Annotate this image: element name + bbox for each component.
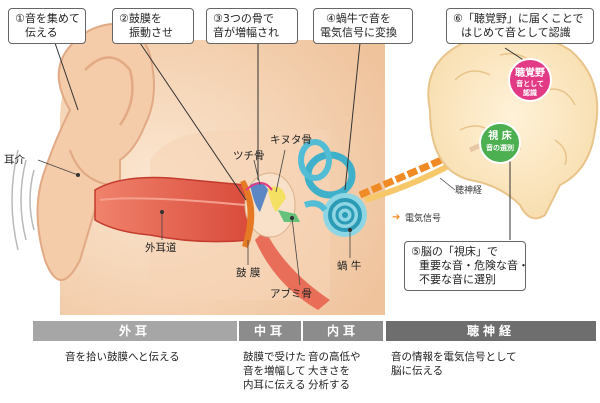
outer-desc-line1: 音を拾い鼓膜へと伝える	[65, 351, 180, 363]
inner-desc-line1: 音の高低や	[308, 351, 361, 363]
label-eardrum: 鼓 膜	[236, 267, 261, 279]
inner-desc-line3: 分析する	[308, 379, 350, 391]
section-bar-inner-ear: 内耳	[303, 321, 383, 341]
auditory-cortex-sub1: 音として	[516, 80, 544, 88]
step-1-line2: 伝える	[25, 26, 58, 39]
section-bar-outer-ear: 外耳	[33, 321, 237, 341]
step-1-line1: ①音を集めて	[15, 12, 80, 25]
nerve-desc-line1: 音の情報を電気信号として	[391, 351, 517, 363]
malleus-shape	[250, 182, 268, 212]
label-ear-canal: 外耳道	[145, 242, 177, 254]
section-desc-nerve: 音の情報を電気信号として 脳に伝える	[391, 350, 517, 378]
step-2-line1: ②鼓膜を	[119, 12, 162, 25]
auricle-shape	[36, 22, 155, 281]
step-5-line3: 不要な音に選別	[419, 273, 496, 286]
section-desc-outer-ear: 音を拾い鼓膜へと伝える	[65, 350, 180, 364]
thalamus-title: 視 床	[488, 131, 512, 142]
auditory-cortex-icon	[508, 58, 552, 102]
step-4-line1: ④蝸牛で音を	[326, 12, 391, 25]
label-signal: 電気信号	[405, 214, 442, 224]
step-3-line2: 音が増幅され	[213, 26, 279, 39]
label-incus: キヌタ骨	[270, 134, 312, 146]
eardrum-shape	[240, 180, 255, 248]
step-2-line2: 振動させ	[129, 26, 173, 39]
step-5-line1: ⑤脳の「視床」で	[411, 245, 498, 258]
sound-wave-icon	[11, 149, 35, 251]
thalamus-sub: 音の選別	[486, 144, 514, 152]
ear-canal-shape	[94, 176, 251, 243]
label-cochlea: 蝸 牛	[337, 260, 362, 272]
label-malleus: ツチ骨	[233, 150, 265, 162]
nerve-desc-line2: 脳に伝える	[391, 365, 444, 377]
auditory-cortex-sub2: 認識	[523, 89, 537, 97]
thalamus-icon	[479, 122, 521, 164]
step-4-box: ④蝸牛で音を 電気信号に変換	[313, 8, 413, 44]
middle-desc-line3: 内耳に伝える	[243, 379, 306, 391]
incus-shape	[268, 186, 286, 212]
step-6-box: ⑥「聴覚野」に届くことで はじめて音として認識	[446, 8, 594, 44]
brain-shape	[427, 31, 599, 220]
section-bar-middle-ear: 中耳	[239, 321, 301, 341]
step-5-line2: 重要な音・危険な音・	[419, 259, 529, 272]
step-6-line1: ⑥「聴覚野」に届くことで	[453, 12, 584, 25]
section-desc-inner-ear: 音の高低や 大きさを 分析する	[308, 350, 361, 392]
middle-desc-line1: 鼓膜で受けた	[243, 351, 306, 363]
section-desc-middle-ear: 鼓膜で受けた 音を増幅して 内耳に伝える	[243, 350, 306, 392]
inner-desc-line2: 大きさを	[308, 365, 350, 377]
stapes-shape	[278, 210, 300, 222]
section-bar-nerve: 聴神経	[386, 321, 596, 341]
step-3-line1: ③3つの骨で	[213, 12, 274, 25]
label-nerve: 聴神経	[455, 186, 483, 196]
step-2-box: ②鼓膜を 振動させ	[112, 8, 194, 44]
step-6-line2: はじめて音として認識	[461, 26, 571, 39]
step-5-box: ⑤脳の「視床」で 重要な音・危険な音・ 不要な音に選別	[404, 241, 529, 291]
signal-legend-arrow-icon: ➔	[392, 212, 401, 223]
middle-desc-line2: 音を増幅して	[243, 365, 306, 377]
step-4-line2: 電気信号に変換	[320, 26, 397, 39]
step-3-box: ③3つの骨で 音が増幅され	[206, 8, 298, 44]
step-1-box: ①音を集めて 伝える	[8, 8, 86, 44]
label-stapes: アブミ骨	[270, 288, 312, 300]
cochlea-shape	[298, 139, 367, 237]
auditory-cortex-title: 聴覚野	[515, 68, 545, 79]
label-auricle: 耳介	[4, 154, 25, 166]
